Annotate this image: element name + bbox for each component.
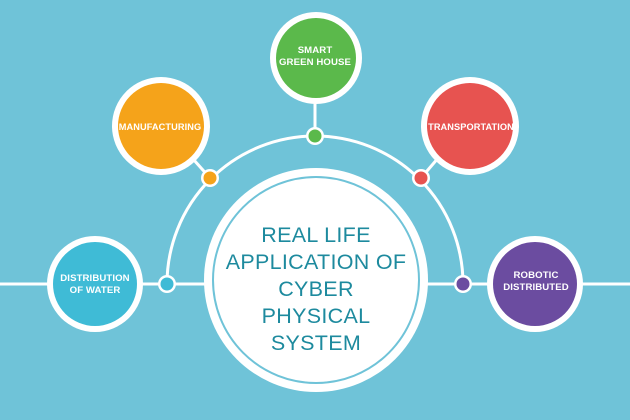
label-distribution-of-water: DISTRIBUTION OF WATER: [46, 273, 144, 297]
label-smart-green-house: SMART GREEN HOUSE: [270, 45, 360, 69]
label-line: GREEN HOUSE: [279, 57, 351, 68]
title-line: SYSTEM: [270, 331, 362, 355]
junction-dot-smart: [308, 129, 322, 143]
title-line: APPLICATION OF: [225, 250, 407, 274]
node-smart-green-house: [276, 18, 356, 98]
diagram-title: REAL LIFE APPLICATION OF CYBER PHYSICAL …: [222, 222, 410, 357]
label-line: SMART: [297, 45, 333, 56]
label-manufacturing: MANUFACTURING: [110, 121, 210, 133]
label-line: MANUFACTURING: [118, 122, 202, 132]
label-line: OF WATER: [69, 285, 121, 296]
title-line: REAL LIFE: [261, 223, 371, 247]
junction-dot-manufacturing: [203, 171, 217, 185]
label-line: DISTRIBUTED: [503, 282, 569, 293]
title-line: CYBER PHYSICAL: [261, 277, 371, 328]
junction-dot-robotic: [456, 277, 470, 291]
label-line: TRANSPORTATION: [428, 122, 514, 132]
node-transportation: [427, 83, 513, 169]
junction-dot-water: [160, 277, 174, 291]
center-circle-outer: [204, 168, 428, 392]
label-line: ROBOTIC: [513, 270, 559, 281]
center-circle-ring: [212, 176, 420, 384]
label-transportation: TRANSPORTATION: [421, 121, 521, 133]
label-line: DISTRIBUTION: [60, 273, 130, 284]
junction-dot-transportation: [414, 171, 428, 185]
node-robotic-distributed: [493, 242, 577, 326]
node-manufacturing: [118, 83, 204, 169]
node-distribution-of-water: [53, 242, 137, 326]
label-robotic-distributed: ROBOTIC DISTRIBUTED: [486, 270, 586, 294]
